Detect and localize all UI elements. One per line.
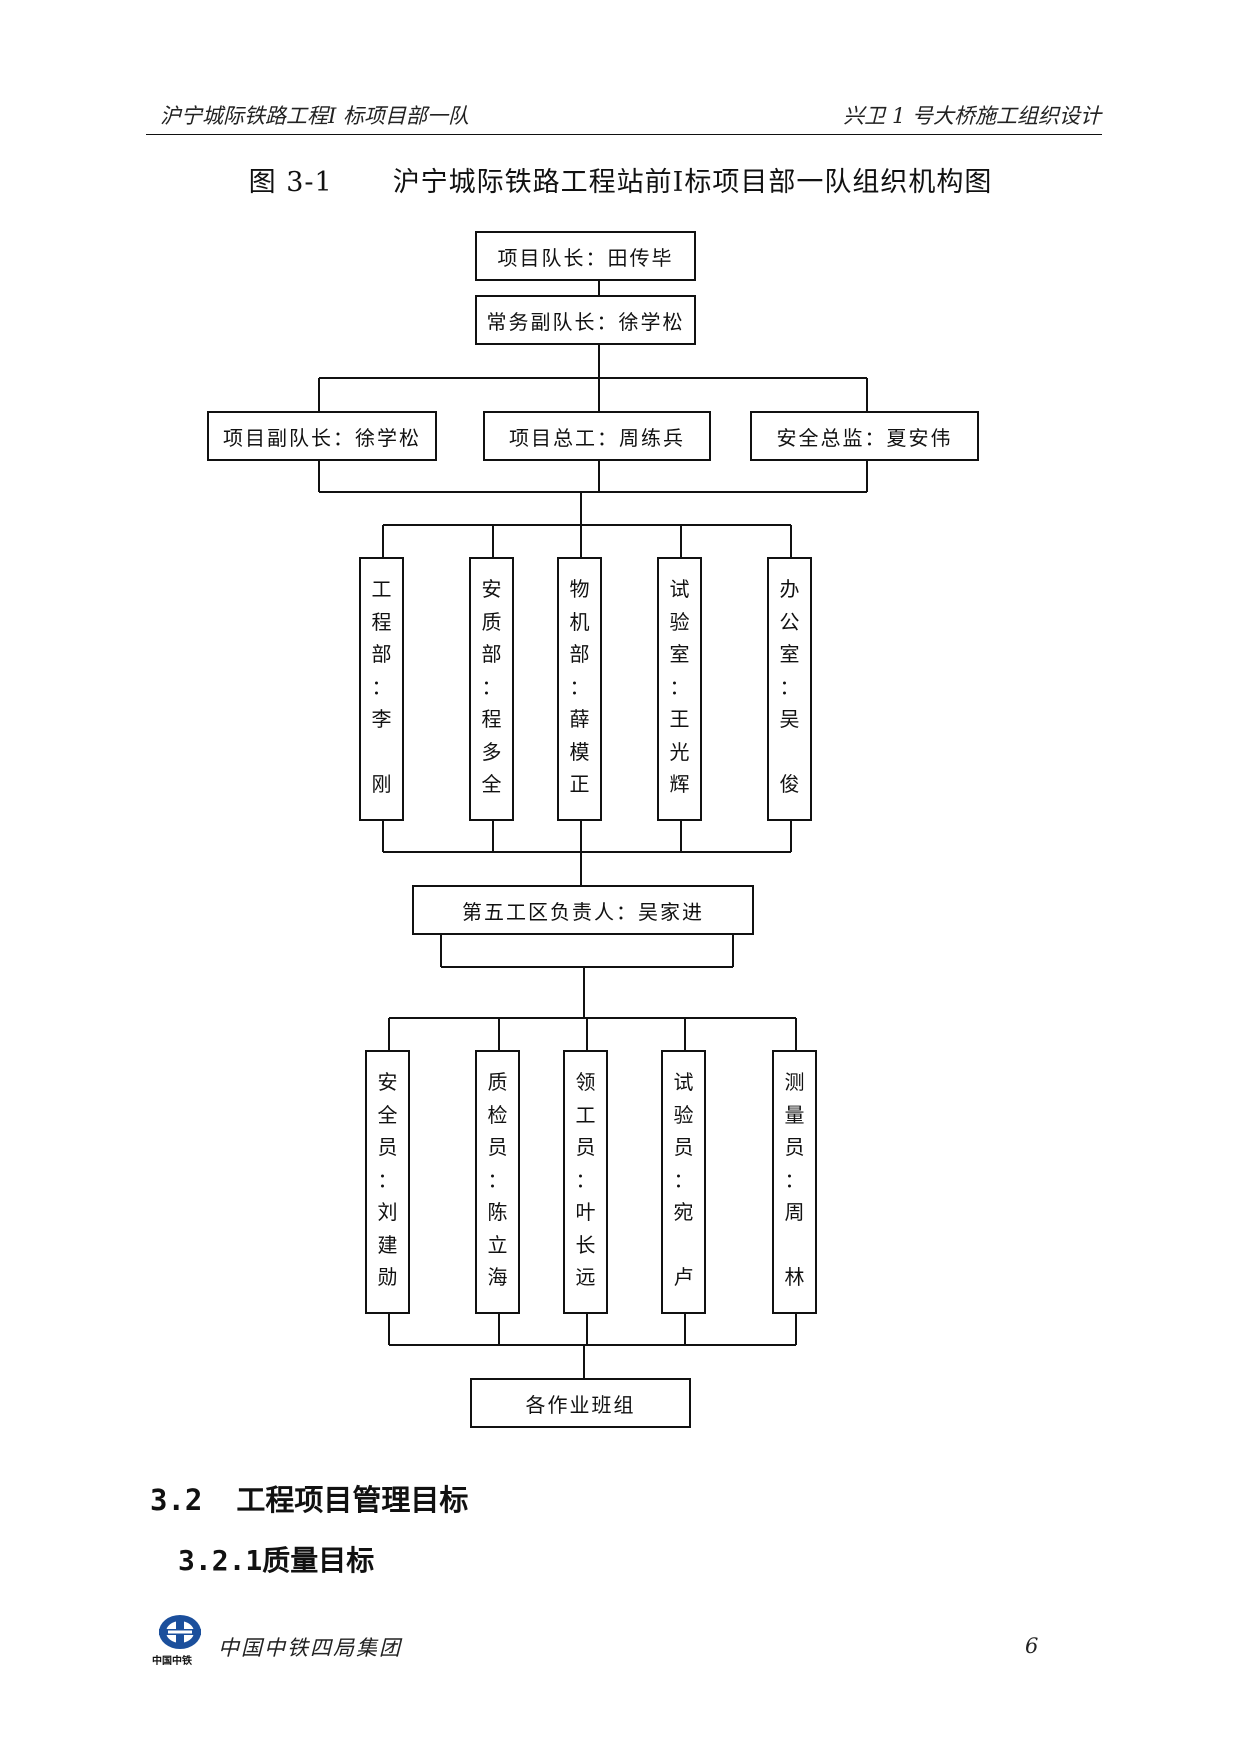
box-work-area-leader: 第五工区负责人：吴家进 — [412, 885, 754, 935]
page-number: 6 — [1025, 1634, 1039, 1658]
box-laboratory: 试验室：王光辉 — [657, 557, 702, 821]
box-materials-machinery-dept: 物机部：薛模正 — [557, 557, 602, 821]
box-project-leader: 项目队长：田传毕 — [475, 231, 696, 281]
logo-text: 中国中铁 — [152, 1656, 192, 1667]
header-rule — [146, 134, 1102, 135]
header-project-name: 沪宁城际铁路工程Ⅰ 标项目部一队 — [160, 104, 469, 128]
figure-title: 沪宁城际铁路工程站前Ⅰ标项目部一队组织机构图 — [392, 167, 993, 198]
box-safety-officer: 安全员：刘建勋 — [365, 1050, 410, 1314]
crec-logo-icon — [159, 1615, 201, 1649]
box-surveyor: 测量员：周林 — [772, 1050, 817, 1314]
box-safety-director: 安全总监：夏安伟 — [750, 411, 979, 461]
box-office: 办公室：吴俊 — [767, 557, 812, 821]
header-document-title: 兴卫 1 号大桥施工组织设计 — [843, 104, 1101, 128]
box-lab-technician: 试验员：宛卢 — [661, 1050, 706, 1314]
box-quality-inspector: 质检员：陈立海 — [475, 1050, 520, 1314]
section-heading-3-2-1: 3.2.1质量目标 — [178, 1544, 375, 1577]
box-work-teams: 各作业班组 — [470, 1378, 691, 1428]
figure-caption: 图 3-1 沪宁城际铁路工程站前Ⅰ标项目部一队组织机构图 — [0, 160, 1241, 199]
box-executive-deputy: 常务副队长：徐学松 — [475, 295, 696, 345]
box-foreman: 领工员：叶长远 — [563, 1050, 608, 1314]
box-chief-engineer: 项目总工：周练兵 — [483, 411, 711, 461]
box-safety-quality-dept: 安质部：程多全 — [469, 557, 514, 821]
box-deputy-leader: 项目副队长：徐学松 — [207, 411, 437, 461]
box-engineering-dept: 工程部：李刚 — [359, 557, 404, 821]
footer-company-name: 中国中铁四局集团 — [218, 1636, 402, 1660]
figure-number: 图 3-1 — [248, 167, 333, 198]
